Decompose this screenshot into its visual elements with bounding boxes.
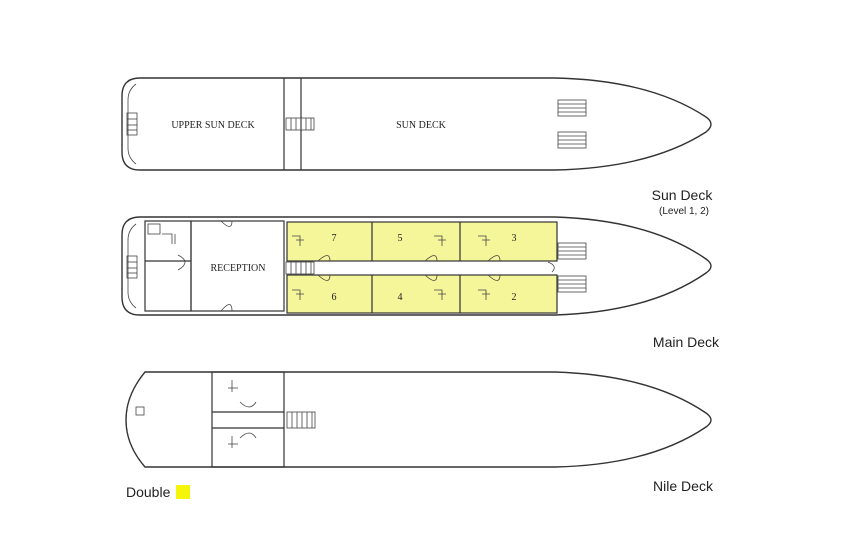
sun-deck-center-stair xyxy=(285,117,315,131)
aft-door-swing xyxy=(177,254,186,271)
cabin-row-port xyxy=(286,221,558,262)
legend: Double xyxy=(126,484,191,500)
legend-double-swatch xyxy=(176,485,191,499)
nile-deck-hull xyxy=(125,371,712,468)
aft-fixture xyxy=(147,223,161,235)
main-deck-corridor-stair xyxy=(285,261,315,275)
cabin-row-starboard xyxy=(286,274,558,314)
cabin-2-label: 2 xyxy=(512,292,517,303)
cabin-7-label: 7 xyxy=(332,233,337,244)
sun-deck-area-label: SUN DECK xyxy=(396,120,447,131)
reception-door-bottom xyxy=(220,304,233,312)
main-deck-bow-stairs xyxy=(547,242,587,293)
sun-deck-bow-stairs xyxy=(557,99,587,149)
cabin-block: 7 5 3 6 4 2 xyxy=(286,221,558,314)
reception-label: RECEPTION xyxy=(211,263,266,274)
sun-deck-hull xyxy=(121,77,712,171)
nile-deck-service-block xyxy=(211,371,285,468)
reception-door-top xyxy=(220,220,233,227)
cabin-3-label: 3 xyxy=(512,233,517,244)
upper-sun-deck-label: UPPER SUN DECK xyxy=(171,120,255,131)
reception-room xyxy=(190,220,285,312)
cabin-4-label: 4 xyxy=(398,292,403,303)
cabin-5-label: 5 xyxy=(398,233,403,244)
cabin-6-label: 6 xyxy=(332,292,337,303)
sun-deck-title: Sun Deck xyxy=(652,187,714,203)
sun-deck-plan: UPPER SUN DECK SUN DECK Sun Deck (Level … xyxy=(121,77,714,217)
main-deck-plan: RECEPTION 7 5 3 6 xyxy=(121,216,720,350)
nile-deck-stair xyxy=(286,411,316,429)
nile-deck-hatch xyxy=(135,406,145,416)
nile-deck-plan: Nile Deck xyxy=(125,371,714,494)
main-deck-title: Main Deck xyxy=(653,334,720,350)
main-deck-stern-rail xyxy=(127,223,137,309)
aft-door xyxy=(162,233,176,244)
sun-deck-subtitle: (Level 1, 2) xyxy=(659,206,709,217)
legend-label: Double xyxy=(126,484,171,500)
nile-deck-title: Nile Deck xyxy=(653,478,714,494)
sun-deck-stern-stair xyxy=(126,112,138,136)
sun-deck-stern-rail xyxy=(127,83,137,165)
main-deck-stern-stair xyxy=(126,255,138,279)
main-deck-hull xyxy=(121,216,712,316)
